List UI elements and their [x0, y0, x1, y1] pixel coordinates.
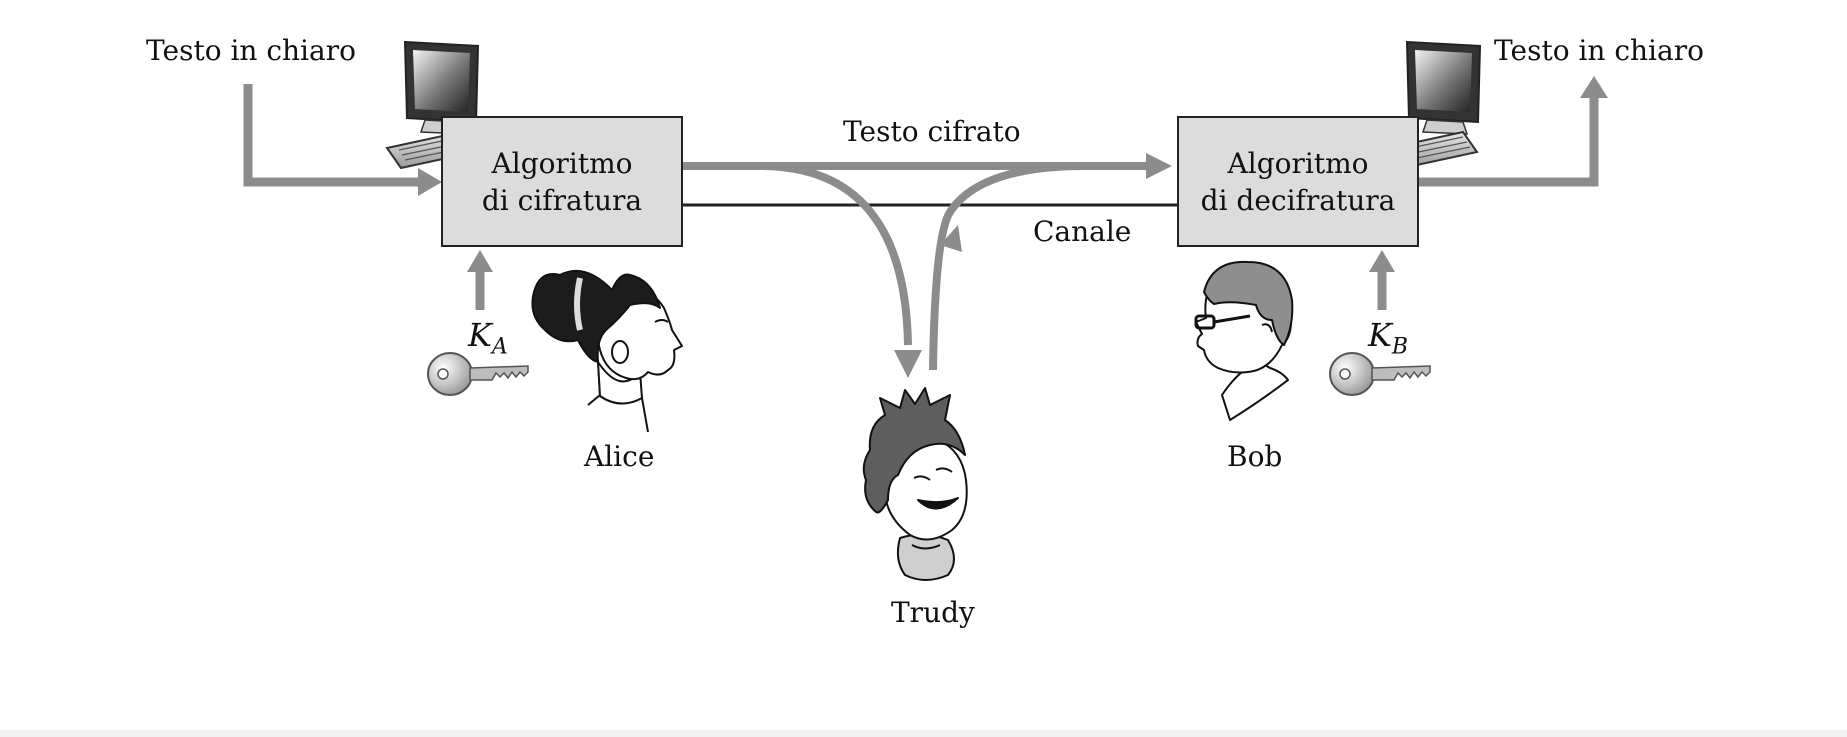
- trudy-label: Trudy: [891, 596, 975, 629]
- key-a-letter: K: [468, 316, 492, 354]
- encrypt-box-line2: di cifratura: [481, 183, 643, 217]
- bob-label: Bob: [1227, 440, 1283, 473]
- intercept-arrow: [759, 162, 922, 378]
- channel-label: Canale: [1033, 215, 1132, 248]
- bob-portrait: [1194, 260, 1294, 421]
- inject-arrow: [929, 162, 1086, 371]
- key-b-letter: K: [1368, 316, 1392, 354]
- key-b-label: KB: [1368, 316, 1408, 359]
- plaintext-left-label: Testo in chiaro: [146, 34, 356, 67]
- decrypt-box-line2: di decifratura: [1200, 183, 1396, 217]
- bottom-band: [0, 730, 1847, 737]
- key-b-arrow: [1369, 250, 1395, 310]
- trudy-portrait: [862, 387, 968, 581]
- ciphertext-label: Testo cifrato: [843, 115, 1021, 148]
- key-b-subscript: B: [1391, 334, 1409, 360]
- alice-label: Alice: [584, 440, 655, 473]
- key-a-label: KA: [468, 316, 508, 359]
- key-a-arrow: [467, 250, 493, 310]
- decryption-algorithm-box: Algoritmo di decifratura: [1177, 116, 1419, 247]
- alice-portrait: [531, 270, 683, 433]
- decrypt-box-line1: Algoritmo: [1227, 146, 1369, 180]
- encrypt-box-line1: Algoritmo: [491, 146, 633, 180]
- ciphertext-arrow: [682, 153, 1172, 179]
- computer-icon: [1387, 40, 1482, 170]
- encryption-algorithm-box: Algoritmo di cifratura: [441, 116, 683, 247]
- plaintext-in-arrow: [243, 84, 442, 196]
- key-icon: [427, 352, 529, 396]
- plaintext-right-label: Testo in chiaro: [1494, 34, 1704, 67]
- key-a-subscript: A: [491, 334, 508, 360]
- plaintext-out-arrow: [1418, 76, 1608, 187]
- key-icon: [1329, 352, 1431, 396]
